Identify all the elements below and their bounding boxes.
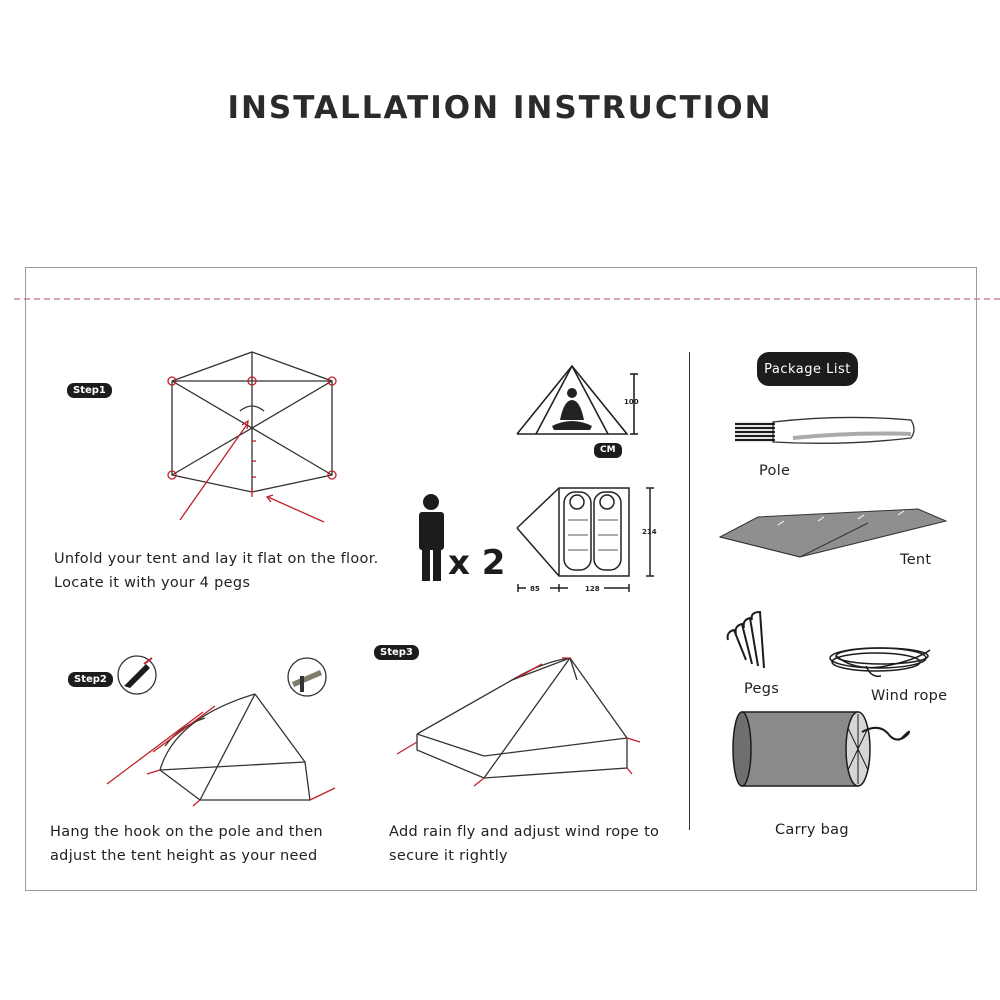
step3-text-line2: secure it rightly <box>389 848 508 864</box>
step1-badge: Step1 <box>67 383 112 398</box>
step2-badge: Step2 <box>68 672 113 687</box>
step3-text-line1: Add rain fly and adjust wind rope to <box>389 824 660 840</box>
package-item-tent: Tent <box>900 552 932 568</box>
instruction-frame <box>25 267 977 891</box>
package-item-carry-bag: Carry bag <box>775 822 849 838</box>
package-list-heading: Package List <box>757 352 858 386</box>
package-item-pegs: Pegs <box>744 681 780 697</box>
vertical-divider <box>689 352 690 830</box>
package-item-wind-rope: Wind rope <box>871 688 948 704</box>
step3-badge: Step3 <box>374 645 419 660</box>
step3-tent-illustration <box>396 657 641 787</box>
pole-tip-detail-icon <box>287 657 327 697</box>
step2-text-line2: adjust the tent height as your need <box>50 848 318 864</box>
dim-width-small: 85 <box>530 585 540 593</box>
hook-detail-icon <box>117 655 157 695</box>
page-title: INSTALLATION INSTRUCTION <box>227 90 773 126</box>
dim-width-large: 128 <box>585 585 600 593</box>
dashed-divider <box>14 298 1000 300</box>
carry-bag-icon <box>732 711 911 787</box>
step1-text-line1: Unfold your tent and lay it flat on the … <box>54 551 379 567</box>
pegs-icon <box>726 610 765 669</box>
capacity-multiplier: x 2 <box>448 543 506 583</box>
dim-height: 100 <box>624 398 639 406</box>
step2-text-line1: Hang the hook on the pole and then <box>50 824 323 840</box>
tent-side-dimension-illustration <box>516 364 638 435</box>
package-item-pole: Pole <box>759 463 791 479</box>
tent-icon <box>718 508 948 558</box>
dim-length: 214 <box>642 528 657 536</box>
unit-badge: CM <box>594 443 622 458</box>
wind-rope-icon <box>829 647 931 678</box>
tent-floor-dimension-illustration <box>516 487 654 592</box>
person-icon <box>419 494 444 581</box>
step2-tent-illustration <box>106 693 336 807</box>
pole-icon <box>735 416 915 444</box>
step1-tent-layout-illustration <box>167 351 337 523</box>
step1-text-line2: Locate it with your 4 pegs <box>54 575 251 591</box>
